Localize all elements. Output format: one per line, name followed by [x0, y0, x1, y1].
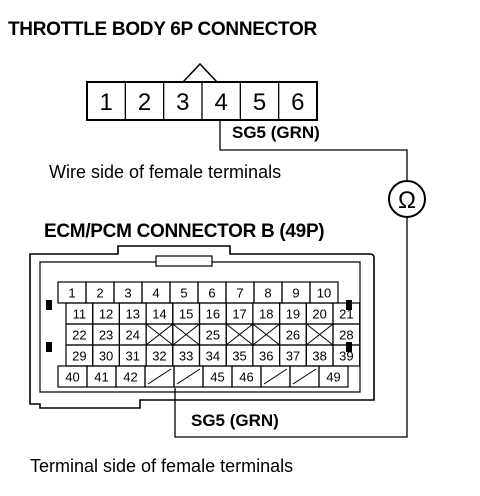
pcm-pin-28: 28	[339, 328, 353, 343]
pcm-pin-33: 33	[179, 349, 193, 364]
pcm-pin-42: 42	[123, 370, 137, 385]
ohm-symbol: Ω	[398, 187, 416, 214]
connector-6p-pin-2: 2	[138, 89, 151, 116]
connector-6p-pin-4: 4	[214, 89, 227, 116]
pcm-cavity-blank	[172, 323, 200, 346]
pcm-cavity-blank	[147, 368, 172, 385]
pcm-pin-38: 38	[312, 349, 326, 364]
pcm-connector-title: ECM/PCM CONNECTOR B (49P)	[44, 221, 325, 242]
pcm-pin-8: 8	[264, 286, 271, 301]
pcm-pin-34: 34	[206, 349, 220, 364]
pcm-pin-11: 11	[73, 307, 87, 322]
pcm-pin-15: 15	[179, 307, 193, 322]
pcm-cavity-blank	[225, 323, 254, 346]
pcm-connector-guide-right	[346, 300, 352, 310]
pcm-pin-20: 20	[312, 307, 326, 322]
pcm-pin-29: 29	[72, 349, 86, 364]
pcm-pin-23: 23	[99, 328, 113, 343]
wire-sg5-bottom	[174, 217, 408, 438]
pcm-pin-37: 37	[286, 349, 300, 364]
connector-6p-pin-5: 5	[253, 89, 266, 116]
pcm-pin-18: 18	[259, 307, 273, 322]
pcm-pin-22: 22	[72, 328, 86, 343]
pcm-cavity-blank	[176, 368, 201, 385]
pcm-pin-35: 35	[232, 349, 246, 364]
pcm-cavity-blank	[145, 323, 174, 346]
pcm-pin-2: 2	[96, 286, 103, 301]
pcm-pin-14: 14	[152, 307, 166, 322]
pcm-pin-46: 46	[239, 370, 253, 385]
pcm-pin-13: 13	[126, 307, 140, 322]
pcm-pin-40: 40	[65, 370, 79, 385]
connector-6p-pin-1: 1	[99, 89, 112, 116]
pcm-cavity-blank	[292, 368, 317, 385]
pcm-pin-12: 12	[99, 307, 113, 322]
wire-sg5-top	[219, 120, 408, 180]
pcm-connector-inner-frame	[39, 261, 361, 393]
pcm-pin-24: 24	[126, 328, 140, 343]
pcm-connector-housing	[29, 245, 375, 409]
wire-side-caption: Wire side of female terminals	[49, 162, 282, 182]
pcm-pin-36: 36	[259, 349, 273, 364]
pcm-pin-6: 6	[208, 286, 215, 301]
connector-6p-pin-6: 6	[291, 89, 304, 116]
connector-6p-pin-3: 3	[176, 89, 189, 116]
pcm-pin-26: 26	[286, 328, 300, 343]
pcm-pin-16: 16	[206, 307, 220, 322]
pcm-connector-guide-left-2	[46, 342, 52, 352]
pcm-pin-21: 21	[339, 307, 353, 322]
pcm-cavity-blank	[263, 368, 288, 385]
pcm-pin-45: 45	[210, 370, 224, 385]
pcm-pin-19: 19	[286, 307, 300, 322]
wire-label-sg5-top: SG5 (GRN)	[232, 123, 320, 142]
pcm-pin-10: 10	[317, 286, 331, 301]
pcm-pin-3: 3	[124, 286, 131, 301]
pcm-pin-9: 9	[292, 286, 299, 301]
pcm-pin-39: 39	[339, 349, 353, 364]
pcm-cavity-blank	[305, 323, 334, 346]
terminal-side-caption: Terminal side of female terminals	[30, 456, 294, 476]
pcm-connector-guide-left	[46, 300, 52, 310]
pcm-cavity-blank	[252, 323, 280, 346]
pcm-pin-4: 4	[152, 286, 159, 301]
throttle-body-connector-title: THROTTLE BODY 6P CONNECTOR	[8, 19, 317, 40]
pcm-pin-5: 5	[180, 286, 187, 301]
pcm-pin-17: 17	[232, 307, 246, 322]
pcm-pin-1: 1	[68, 286, 75, 301]
wire-label-sg5-bottom: SG5 (GRN)	[191, 411, 279, 430]
pcm-pin-7: 7	[236, 286, 243, 301]
pcm-pin-30: 30	[99, 349, 113, 364]
pcm-cavity	[318, 365, 349, 388]
pcm-connector-latch	[155, 255, 213, 267]
pcm-pin-25: 25	[206, 328, 220, 343]
pcm-pin-32: 32	[152, 349, 166, 364]
pcm-connector-guide-right-2	[346, 342, 352, 352]
pcm-pin-41: 41	[94, 370, 108, 385]
pcm-pin-49: 49	[326, 370, 340, 385]
connector-6p-key	[182, 62, 218, 83]
pcm-pin-31: 31	[126, 349, 140, 364]
